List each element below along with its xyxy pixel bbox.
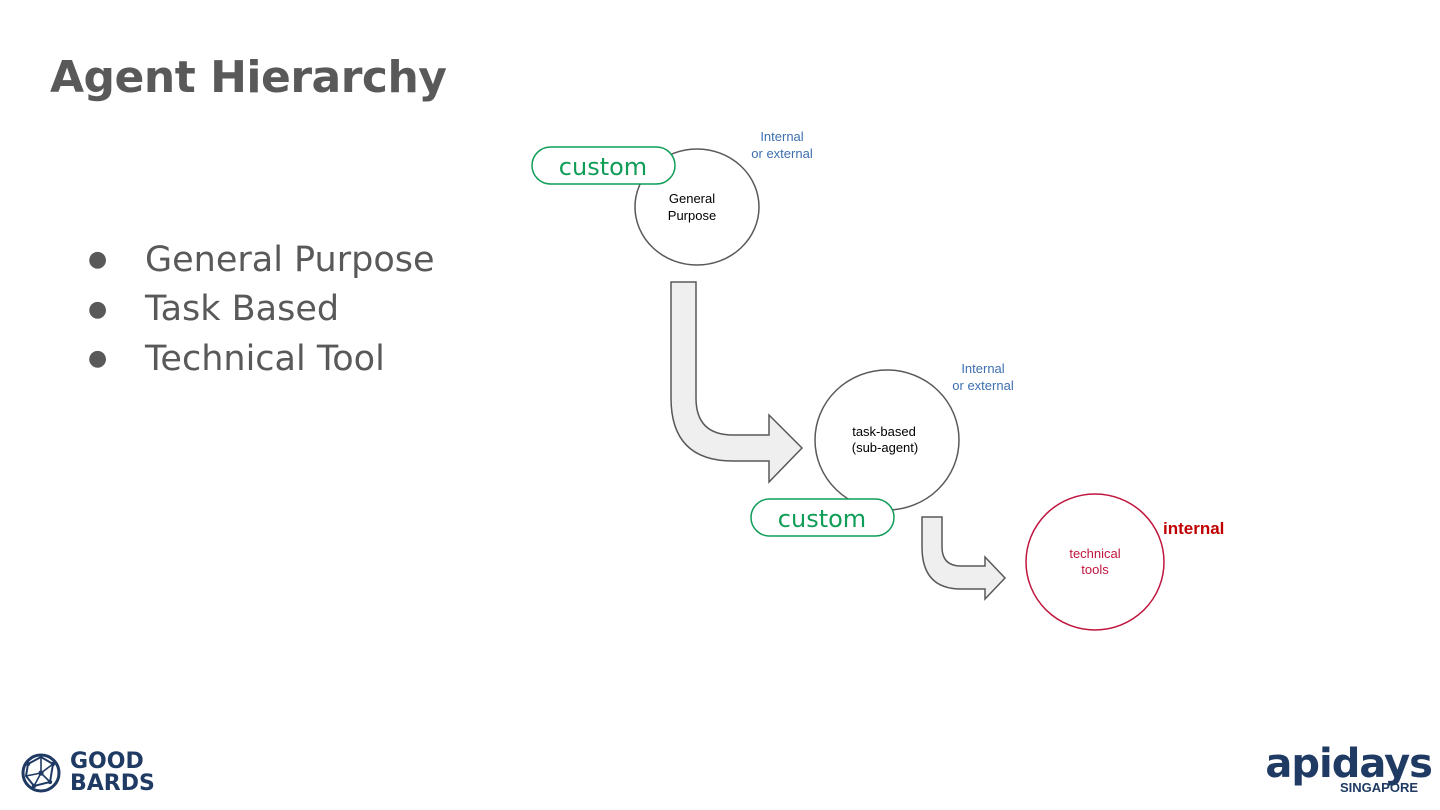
bullet-text: Technical Tool [145, 338, 385, 379]
logo-line: GOOD [70, 749, 144, 774]
goodbards-logo: GOOD BARDS [20, 751, 155, 795]
node-technical-tools: technical tools [1025, 493, 1165, 631]
scope-note: Internal or external [751, 129, 813, 161]
custom-badge: custom [750, 498, 895, 537]
node-task-based: task-based (sub-agent) [814, 369, 960, 511]
bullet-list: ● General Purpose ● Task Based ● Technic… [88, 235, 435, 384]
bullet-dot: ● [88, 296, 108, 322]
logo-line: BARDS [70, 771, 155, 796]
bullet-text: General Purpose [145, 239, 435, 280]
slide-title: Agent Hierarchy [50, 52, 447, 103]
bullet-item: ● Task Based [88, 285, 435, 335]
note-label: Internal [760, 129, 803, 144]
globe-network-icon [21, 753, 61, 793]
bullet-text: Task Based [145, 289, 340, 330]
node-label: (sub-agent) [852, 440, 918, 455]
bent-arrow [670, 281, 804, 484]
bullet-item: ● General Purpose [88, 235, 435, 285]
custom-badge: custom [531, 146, 676, 185]
node-label: General [669, 191, 715, 206]
note-label: Internal [961, 361, 1004, 376]
badge-label: custom [778, 505, 866, 533]
node-label: task-based [852, 424, 916, 439]
bullet-item: ● Technical Tool [88, 334, 435, 384]
bullet-dot: ● [88, 346, 108, 372]
node-label: tools [1081, 562, 1109, 577]
node-label: Purpose [668, 208, 716, 223]
apidays-logo: apidays SINGAPORE [1265, 741, 1433, 795]
logo-sub: SINGAPORE [1339, 780, 1418, 795]
bent-arrow-small [921, 516, 1007, 601]
scope-note: Internal or external [952, 361, 1014, 393]
badge-label: custom [559, 153, 647, 181]
scope-note-internal: internal [1163, 519, 1224, 538]
logo-brand: apidays [1265, 741, 1433, 787]
node-label: technical [1069, 546, 1120, 561]
note-label: or external [751, 146, 813, 161]
note-label: or external [952, 378, 1014, 393]
bullet-dot: ● [88, 247, 108, 273]
